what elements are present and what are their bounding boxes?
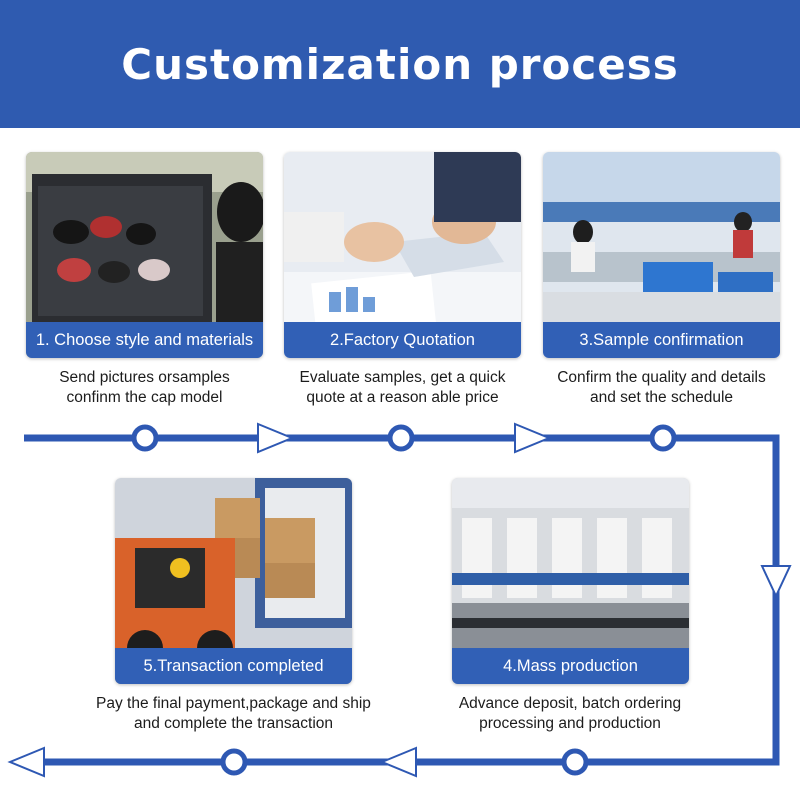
step-2-description: Evaluate samples, get a quick quote at a… [284,368,521,408]
flow-arrow-icon [514,422,552,454]
step-3-description: Confirm the quality and details and set … [543,368,780,408]
step-4-desc-line-1: Advance deposit, batch ordering [458,695,682,712]
step-card-2: 2.Factory Quotation [284,152,521,358]
step-card-3: 3.Sample confirmation [543,152,780,358]
step-3-desc-line-1: Confirm the quality and details [557,369,766,386]
page-title: Customization process [121,39,679,89]
step-5-caption: 5.Transaction completed [115,648,352,684]
flow-arrow-icon [379,746,417,778]
flow-arrow-icon [760,565,792,599]
step-2-desc-line-2: quote at a reason able price [306,389,499,406]
step-3-desc-line-2: and set the schedule [589,389,734,406]
step-1-desc-line-2: confinm the cap model [66,389,223,406]
step-2-caption: 2.Factory Quotation [284,322,521,358]
flow-node-icon [561,748,589,776]
step-4-caption: 4.Mass production [452,648,689,684]
step-card-1: 1. Choose style and materials [26,152,263,358]
step-card-4: 4.Mass production [452,478,689,684]
step-1-desc-line-1: Send pictures orsamples [59,369,230,386]
flow-node-icon [649,424,677,452]
step-4-description: Advance deposit, batch ordering processi… [420,694,720,734]
step-5-description: Pay the final payment,package and ship a… [60,694,407,734]
flow-arrow-icon [7,746,45,778]
flow-node-icon [387,424,415,452]
design-software-photo [26,152,263,358]
flow-node-icon [131,424,159,452]
flow-arrow-icon [257,422,295,454]
step-1-caption: 1. Choose style and materials [26,322,263,358]
step-5-desc-line-1: Pay the final payment,package and ship [96,695,371,712]
step-2-desc-line-1: Evaluate samples, get a quick [299,369,506,386]
step-4-desc-line-2: processing and production [479,715,661,732]
step-card-5: 5.Transaction completed [115,478,352,684]
step-5-desc-line-2: and complete the transaction [133,715,334,732]
step-3-caption: 3.Sample confirmation [543,322,780,358]
header-banner: Customization process [0,0,800,128]
flow-node-icon [220,748,248,776]
step-1-description: Send pictures orsamples confinm the cap … [26,368,263,408]
